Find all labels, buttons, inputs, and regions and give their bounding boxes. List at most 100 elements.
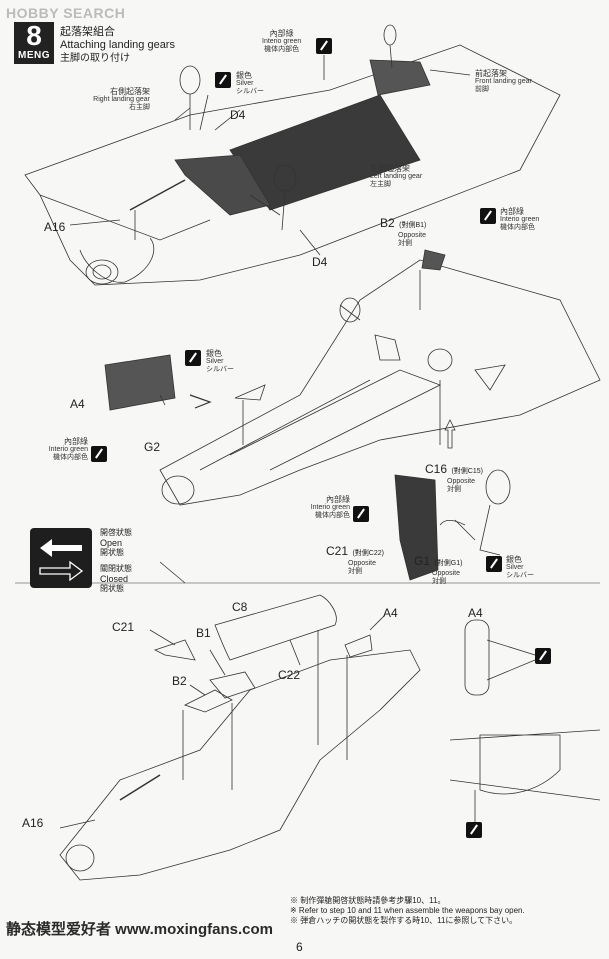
callout-jp: シルバー (206, 366, 234, 373)
step-title-jp: 主脚の取り付け (60, 53, 130, 64)
legend-closed-cn: 關閉狀態 (100, 564, 132, 573)
paint-brush-icon (185, 350, 201, 366)
part-opposite-jp: 対側 (432, 578, 446, 585)
callout-en: Interio green (310, 504, 350, 511)
part-label-d4: D4 (230, 108, 246, 122)
callout-en: Silver (206, 358, 224, 365)
paint-brush-icon (353, 506, 369, 522)
part-opposite-jp: 対側 (447, 486, 461, 493)
step-title-en: Attaching landing gears (60, 39, 175, 51)
callout-interior-a4: 內部綠 Interio green 機体内部色 (36, 438, 88, 462)
part-label-c8: C8 (232, 600, 248, 614)
part-opposite-jp: 対側 (398, 240, 412, 247)
callout-en: Interio green (500, 216, 540, 223)
legend-open-en: Open (100, 538, 123, 548)
callout-jp: 前脚 (475, 86, 489, 93)
callout-en: Interio green (48, 446, 88, 453)
paint-brush-icon (91, 446, 107, 462)
part-opposite-jp: 対側 (348, 568, 362, 575)
callout-jp: シルバー (506, 572, 534, 579)
brand-logo: MENG (18, 50, 50, 61)
part-label-c22: C22 (278, 668, 301, 682)
callout-jp: 右主脚 (129, 104, 150, 111)
part-note: (對側B1) (399, 222, 427, 229)
part-note: (對側C22) (352, 550, 384, 557)
callout-en: Interio green (262, 38, 302, 45)
watermark-hobby-search: HOBBY SEARCH (6, 5, 126, 21)
part-opposite: Opposite (447, 478, 476, 485)
callout-jp: シルバー (236, 88, 264, 95)
part-note: (對側C15) (451, 468, 483, 475)
part-id: B2 (380, 216, 395, 230)
callout-interior-c21: 內部綠 Interio green 機体内部色 (298, 496, 350, 520)
callout-cn: 銀色 (206, 349, 222, 358)
part-label-g2: G2 (144, 440, 161, 454)
paint-brush-icon (480, 208, 496, 224)
callout-cn: 銀色 (506, 555, 522, 564)
part-label-a16: A16 (22, 816, 44, 830)
paint-brush-icon (535, 648, 551, 664)
callout-silver-top: 銀色 Silver シルバー (236, 72, 264, 96)
part-id: C16 (425, 462, 448, 476)
step-badge: 8 MENG (14, 22, 54, 64)
callout-front-gear: 前起落架 Front landing gear 前脚 (475, 70, 532, 94)
callout-cn: 內部綠 (269, 29, 294, 38)
legend-closed-jp: 閉状態 (100, 584, 124, 593)
callout-cn: 左側起落架 (370, 164, 410, 173)
legend-open-cn: 開啓狀態 (100, 528, 132, 537)
callout-jp: 機体内部色 (264, 46, 300, 53)
open-closed-legend (30, 528, 92, 588)
part-opposite: Opposite (432, 570, 461, 577)
part-label-c21: C21 (對側C22) Opposite 対側 (326, 542, 384, 576)
callout-silver-bottom: 銀色 Silver シルバー (506, 556, 534, 580)
callout-cn: 內部綠 (500, 207, 524, 216)
part-id: G1 (414, 554, 431, 568)
part-label-g1: G1 (對側G1) Opposite 対側 (414, 552, 462, 586)
part-label-a4: A4 (70, 397, 85, 411)
legend-open-jp: 開状態 (100, 548, 124, 557)
callout-jp: 機体内部色 (315, 512, 350, 519)
callout-cn: 內部綠 (326, 495, 350, 504)
callout-silver-g2: 銀色 Silver シルバー (206, 350, 234, 374)
step-title-cn: 起落架組合 (60, 26, 115, 38)
callout-en: Silver (236, 80, 254, 87)
assembly-note: ※ 制作彈艙開啓狀態時請參考步驟10、11。 ※ Refer to step 1… (290, 896, 525, 926)
callout-left-gear: 左側起落架 Left landing gear 左主脚 (370, 165, 422, 189)
callout-en: Left landing gear (370, 173, 423, 180)
callout-cn: 右側起落架 (110, 87, 150, 96)
part-label-a4: A4 (468, 606, 483, 620)
callout-right-gear: 右側起落架 Right landing gear 右主脚 (88, 88, 150, 112)
page-number: 6 (296, 940, 303, 954)
callout-jp: 機体内部色 (53, 454, 88, 461)
assembly-note-cn: ※ 制作彈艙開啓狀態時請參考步驟10、11。 (290, 896, 446, 905)
callout-cn: 前起落架 (475, 69, 507, 78)
callout-jp: 機体内部色 (500, 224, 535, 231)
part-label-c21: C21 (112, 620, 135, 634)
step-number: 8 (26, 20, 42, 51)
part-label-b2: B2 (對側B1) Opposite 対側 (380, 214, 426, 248)
callout-cn: 內部綠 (64, 437, 88, 446)
callout-en: Front landing gear (475, 78, 532, 85)
paint-brush-icon (486, 556, 502, 572)
assembly-note-jp: ※ 弾倉ハッチの開状態を製作する時10、11に参照して下さい。 (290, 916, 518, 925)
legend-open: 開啓狀態 Open 開状態 (100, 528, 132, 558)
part-label-a4: A4 (383, 606, 398, 620)
paint-brush-icon (215, 72, 231, 88)
callout-interior-b2: 內部綠 Interio green 機体内部色 (500, 208, 539, 232)
watermark-moxingfans: 静态模型爱好者 www.moxingfans.com (6, 921, 273, 938)
paint-brush-icon (466, 822, 482, 838)
part-opposite: Opposite (348, 560, 377, 567)
callout-interior-top: 內部綠 Interio green 機体内部色 (262, 30, 301, 54)
part-note: (對側G1) (434, 560, 463, 567)
part-id: C21 (326, 544, 349, 558)
callout-cn: 銀色 (236, 71, 252, 80)
paint-brush-icon (316, 38, 332, 54)
part-label-a16: A16 (44, 220, 66, 234)
step-title: 起落架組合 Attaching landing gears 主脚の取り付け (60, 26, 175, 65)
legend-closed: 關閉狀態 Closed 閉状態 (100, 564, 132, 594)
part-label-c16: C16 (對側C15) Opposite 対側 (425, 460, 483, 494)
callout-en: Right landing gear (93, 96, 150, 103)
part-label-b1: B1 (196, 626, 211, 640)
open-closed-arrows-icon (39, 539, 84, 582)
